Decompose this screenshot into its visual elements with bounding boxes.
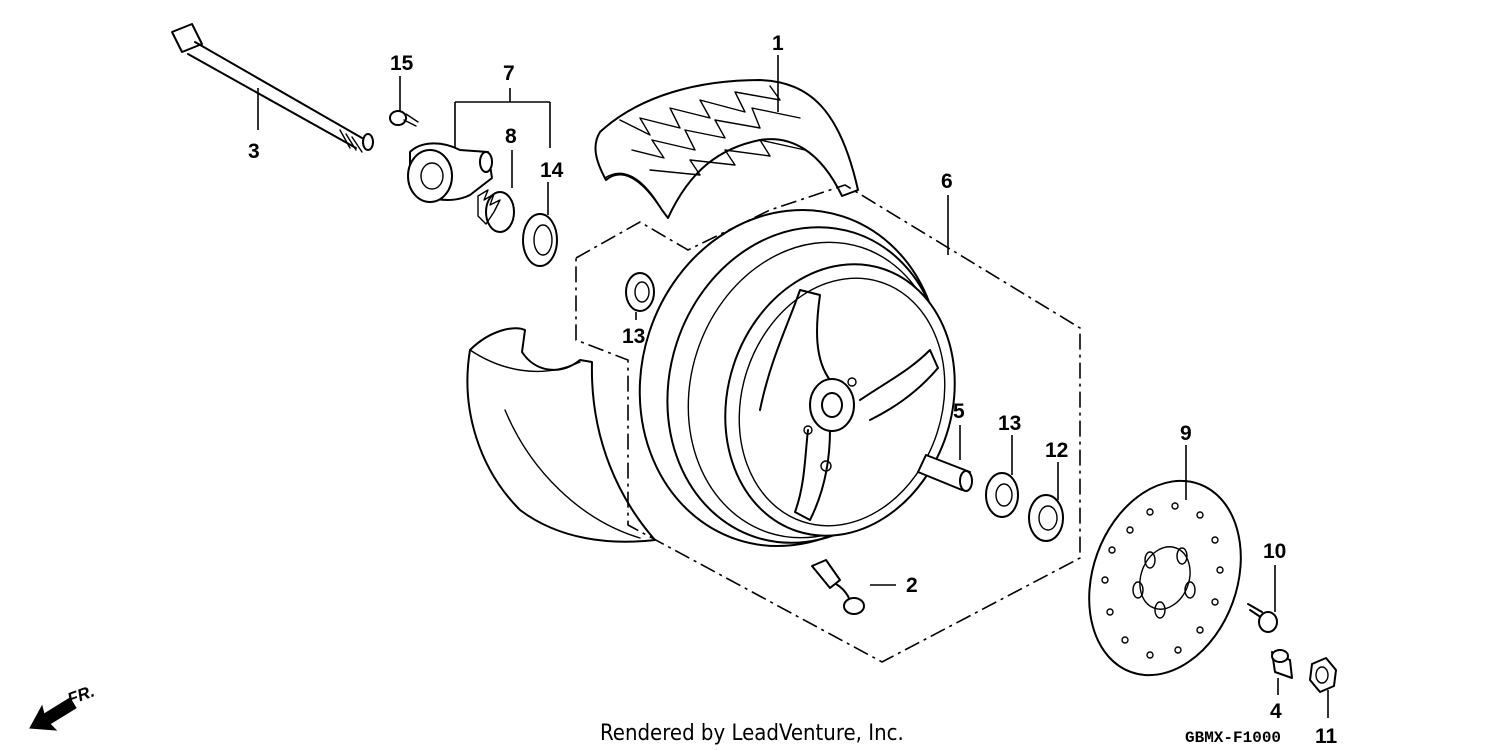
bearing-left[interactable] bbox=[625, 272, 655, 312]
callout-9: 9 bbox=[1180, 422, 1192, 445]
callout-3: 3 bbox=[248, 140, 260, 163]
callouts: 1 2 3 4 5 6 7 8 9 10 11 12 13 13 14 15 bbox=[248, 32, 1338, 748]
callout-4: 4 bbox=[1270, 700, 1282, 723]
speedometer-gearbox[interactable] bbox=[407, 142, 493, 203]
leader-lines bbox=[257, 55, 1329, 718]
callout-7: 7 bbox=[503, 62, 515, 85]
disc-bolt[interactable] bbox=[1247, 603, 1278, 633]
callout-13-left: 13 bbox=[622, 325, 645, 348]
screw[interactable] bbox=[389, 110, 419, 127]
speedometer-gear[interactable] bbox=[477, 189, 515, 233]
callout-12: 12 bbox=[1045, 439, 1068, 462]
assembly-outline bbox=[575, 184, 1081, 663]
callout-10: 10 bbox=[1263, 540, 1286, 563]
oil-seal[interactable] bbox=[522, 213, 558, 267]
axle-shaft[interactable] bbox=[171, 23, 374, 153]
brake-disc[interactable] bbox=[1063, 459, 1267, 696]
dust-seal[interactable] bbox=[1028, 494, 1064, 542]
tire-tread[interactable] bbox=[594, 79, 859, 219]
tire-valve[interactable] bbox=[811, 559, 865, 615]
bearing-right[interactable] bbox=[985, 472, 1019, 518]
diagram-code: GBMX-F1000 bbox=[1185, 729, 1281, 747]
callout-5: 5 bbox=[953, 400, 965, 423]
front-direction-arrow[interactable]: FR. bbox=[29, 682, 97, 731]
callout-6: 6 bbox=[941, 170, 953, 193]
callout-2: 2 bbox=[906, 574, 918, 597]
credit-text: Rendered by LeadVenture, Inc. bbox=[600, 721, 904, 746]
callout-15: 15 bbox=[390, 52, 414, 75]
callout-8: 8 bbox=[505, 125, 517, 148]
distance-collar[interactable] bbox=[917, 454, 973, 492]
wheel-rim[interactable] bbox=[597, 171, 989, 586]
callout-13-right: 13 bbox=[998, 412, 1021, 435]
callout-1: 1 bbox=[772, 32, 784, 55]
callout-14: 14 bbox=[540, 159, 564, 182]
front-direction-label: FR. bbox=[65, 682, 97, 709]
axle-nut[interactable] bbox=[1309, 657, 1337, 693]
callout-11: 11 bbox=[1315, 725, 1338, 748]
collar[interactable] bbox=[1271, 649, 1293, 679]
